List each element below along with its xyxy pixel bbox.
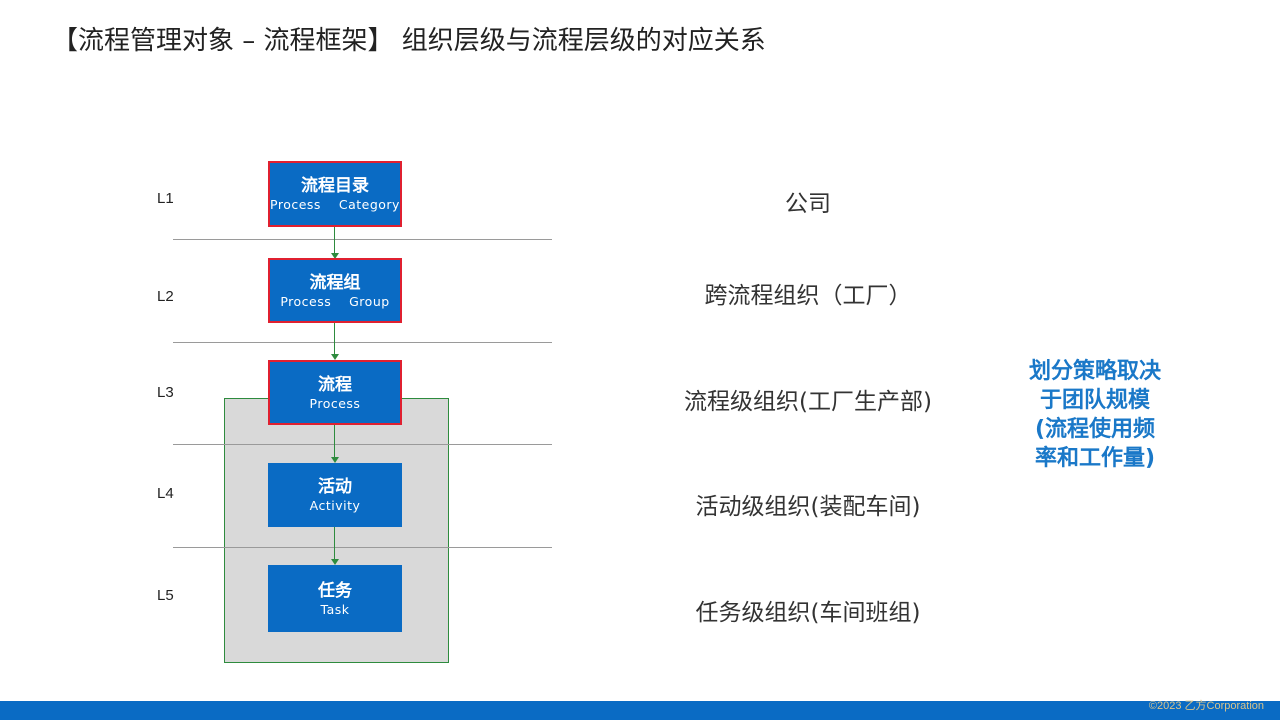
org-label-activity-level: 活动级组织(装配车间) — [695, 494, 921, 520]
strategy-line: 划分策略取决 — [1028, 359, 1161, 384]
arrow-down-icon — [331, 253, 339, 259]
level-label-l2: L2 — [157, 288, 174, 305]
separator-line — [173, 239, 552, 240]
box-title: 流程目录 — [301, 176, 369, 196]
level-label-l1: L1 — [157, 190, 174, 207]
connector-line — [334, 527, 335, 559]
connector-line — [334, 425, 335, 457]
connector-line — [334, 227, 335, 253]
level-label-l4: L4 — [157, 485, 174, 502]
separator-line — [173, 547, 552, 548]
page-title: 【流程管理对象 – 流程框架】 组织层级与流程层级的对应关系 — [52, 26, 766, 56]
connector-line — [334, 323, 335, 354]
strategy-note: 划分策略取决 于团队规模 (流程使用频 率和工作量) — [1010, 357, 1180, 473]
footer-bar — [0, 701, 1280, 720]
box-title: 流程组 — [309, 272, 361, 293]
strategy-line: (流程使用频 — [1034, 417, 1156, 442]
box-title: 活动 — [318, 477, 352, 497]
separator-line — [173, 342, 552, 343]
org-label-process-level: 流程级组织(工厂生产部) — [684, 389, 932, 415]
org-label-task-level: 任务级组织(车间班组) — [695, 600, 921, 626]
level-label-l3: L3 — [157, 384, 174, 401]
level-label-l5: L5 — [157, 587, 174, 604]
box-process-group: 流程组 Process Group — [268, 258, 402, 323]
box-activity: 活动 Activity — [268, 463, 402, 527]
box-subtitle: Task — [320, 601, 350, 617]
box-subtitle: Activity — [309, 498, 361, 513]
strategy-line: 于团队规模 — [1039, 388, 1150, 413]
separator-line — [173, 444, 552, 445]
strategy-line: 率和工作量) — [1034, 446, 1156, 471]
org-label-company: 公司 — [785, 191, 831, 217]
box-title: 流程 — [318, 374, 352, 395]
box-title: 任务 — [318, 580, 352, 601]
box-process-category: 流程目录 Process Category — [268, 161, 402, 227]
box-subtitle: Process Category — [270, 197, 400, 212]
arrow-down-icon — [331, 354, 339, 360]
box-task: 任务 Task — [268, 565, 402, 632]
org-label-cross-process: 跨流程组织（工厂） — [704, 283, 912, 309]
box-subtitle: Process Group — [280, 293, 390, 309]
box-subtitle: Process — [309, 395, 361, 411]
copyright-text: ©2023 乙方Corporation — [1148, 700, 1264, 712]
box-process: 流程 Process — [268, 360, 402, 425]
arrow-down-icon — [331, 457, 339, 463]
arrow-down-icon — [331, 559, 339, 565]
